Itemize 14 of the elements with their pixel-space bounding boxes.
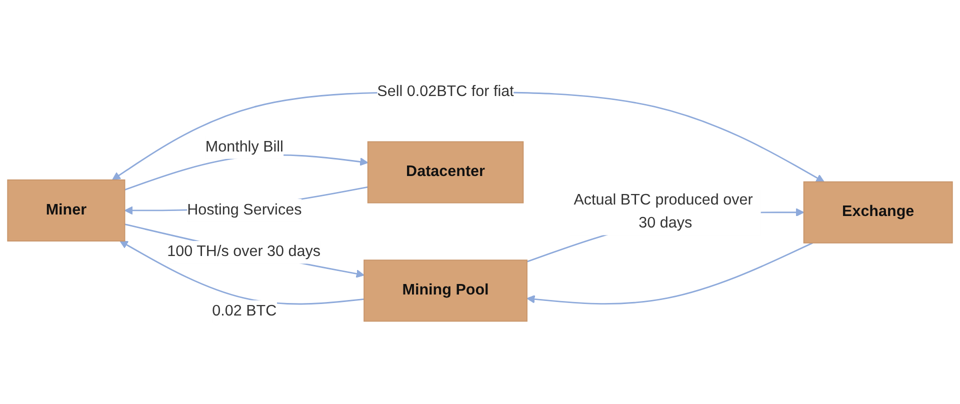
edge-label: 0.02 BTC [212,303,277,320]
node-box: Exchange [803,181,953,244]
node-box: Miner [7,180,126,242]
edge-label: 100 TH/s over 30 days [167,244,321,260]
node-box: Mining Pool [364,260,528,322]
edge-label: Monthly Bill [205,138,284,156]
arrow [120,240,364,305]
arrow [112,92,824,182]
node-box: Datacenter [367,141,524,204]
edge-label: Actual BTC produced over 30 days [574,192,753,232]
edge-label: Sell 0.02BTC for fiat [377,84,514,100]
arrow [526,242,813,305]
edge-label: Hosting Services [187,202,302,218]
arrow [124,224,364,278]
